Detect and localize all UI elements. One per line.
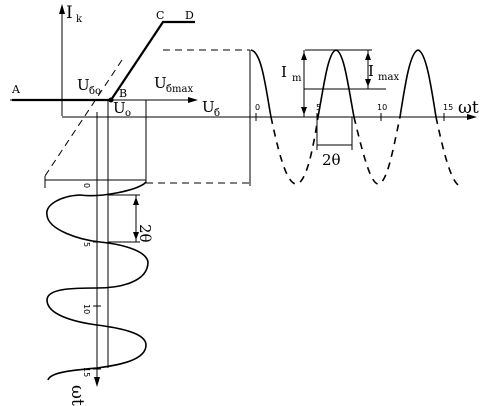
tick-label-r5: 5 <box>316 103 321 112</box>
omega-t-right: ωt <box>458 98 479 118</box>
characteristic-curve <box>12 20 195 102</box>
u0-label: U <box>113 99 126 117</box>
ub-axis-arrow <box>188 97 198 103</box>
point-a-label: A <box>11 83 21 96</box>
theta-left-label: 2θ <box>136 224 154 243</box>
u0-sub: o <box>125 108 131 119</box>
tick-label-r0: 0 <box>255 103 260 112</box>
point-b-label: B <box>119 87 127 100</box>
bottom-time-axis-arrow <box>94 377 100 387</box>
ubo-label: U <box>77 76 90 94</box>
imax-sub: max <box>378 72 399 83</box>
ubmax-sub: бmax <box>166 84 193 95</box>
imax-arrow-top <box>365 52 371 60</box>
ubo-sub: бо <box>89 86 101 97</box>
ik-sub: k <box>76 14 83 25</box>
tick-label-b10: 10 <box>82 304 91 314</box>
theta-top-label: 2θ <box>322 151 341 169</box>
tick-label-b5: 5 <box>82 242 91 247</box>
tick-label-r15: 15 <box>443 103 453 112</box>
ub-label: U <box>202 98 215 116</box>
right-wave-peak-1 <box>250 49 272 118</box>
point-d-label: D <box>185 9 194 22</box>
im-arrow-top <box>301 52 307 60</box>
theta-arrow-bottom <box>133 232 139 240</box>
tick-label-b15: 15 <box>82 367 91 377</box>
right-wave-trough-2 <box>353 116 401 185</box>
im-sub: m <box>292 73 302 84</box>
right-wave-peak-3 <box>399 49 437 118</box>
right-wave-trough-3 <box>435 116 461 187</box>
right-wave-peak-2 <box>317 49 355 118</box>
ubmax-label: U <box>154 74 167 92</box>
im-arrow-bottom <box>301 107 307 115</box>
point-b <box>108 97 114 103</box>
im-label: I <box>281 63 287 81</box>
ik-axis-arrow <box>59 4 65 14</box>
bottom-wave <box>46 181 149 381</box>
right-wave-trough-1 <box>270 116 319 185</box>
omega-t-bottom: ωt <box>67 385 87 406</box>
ub-sub: б <box>214 108 220 119</box>
right-time-axis-arrow <box>467 114 477 120</box>
theta-arrow-top <box>133 197 139 205</box>
tick-label-b0: 0 <box>82 183 91 188</box>
imax-arrow-bottom <box>365 79 371 87</box>
imax-label: I <box>368 62 374 80</box>
tick-label-r10: 10 <box>377 103 387 112</box>
ik-label: I <box>66 3 73 23</box>
point-c-label: C <box>156 9 164 22</box>
